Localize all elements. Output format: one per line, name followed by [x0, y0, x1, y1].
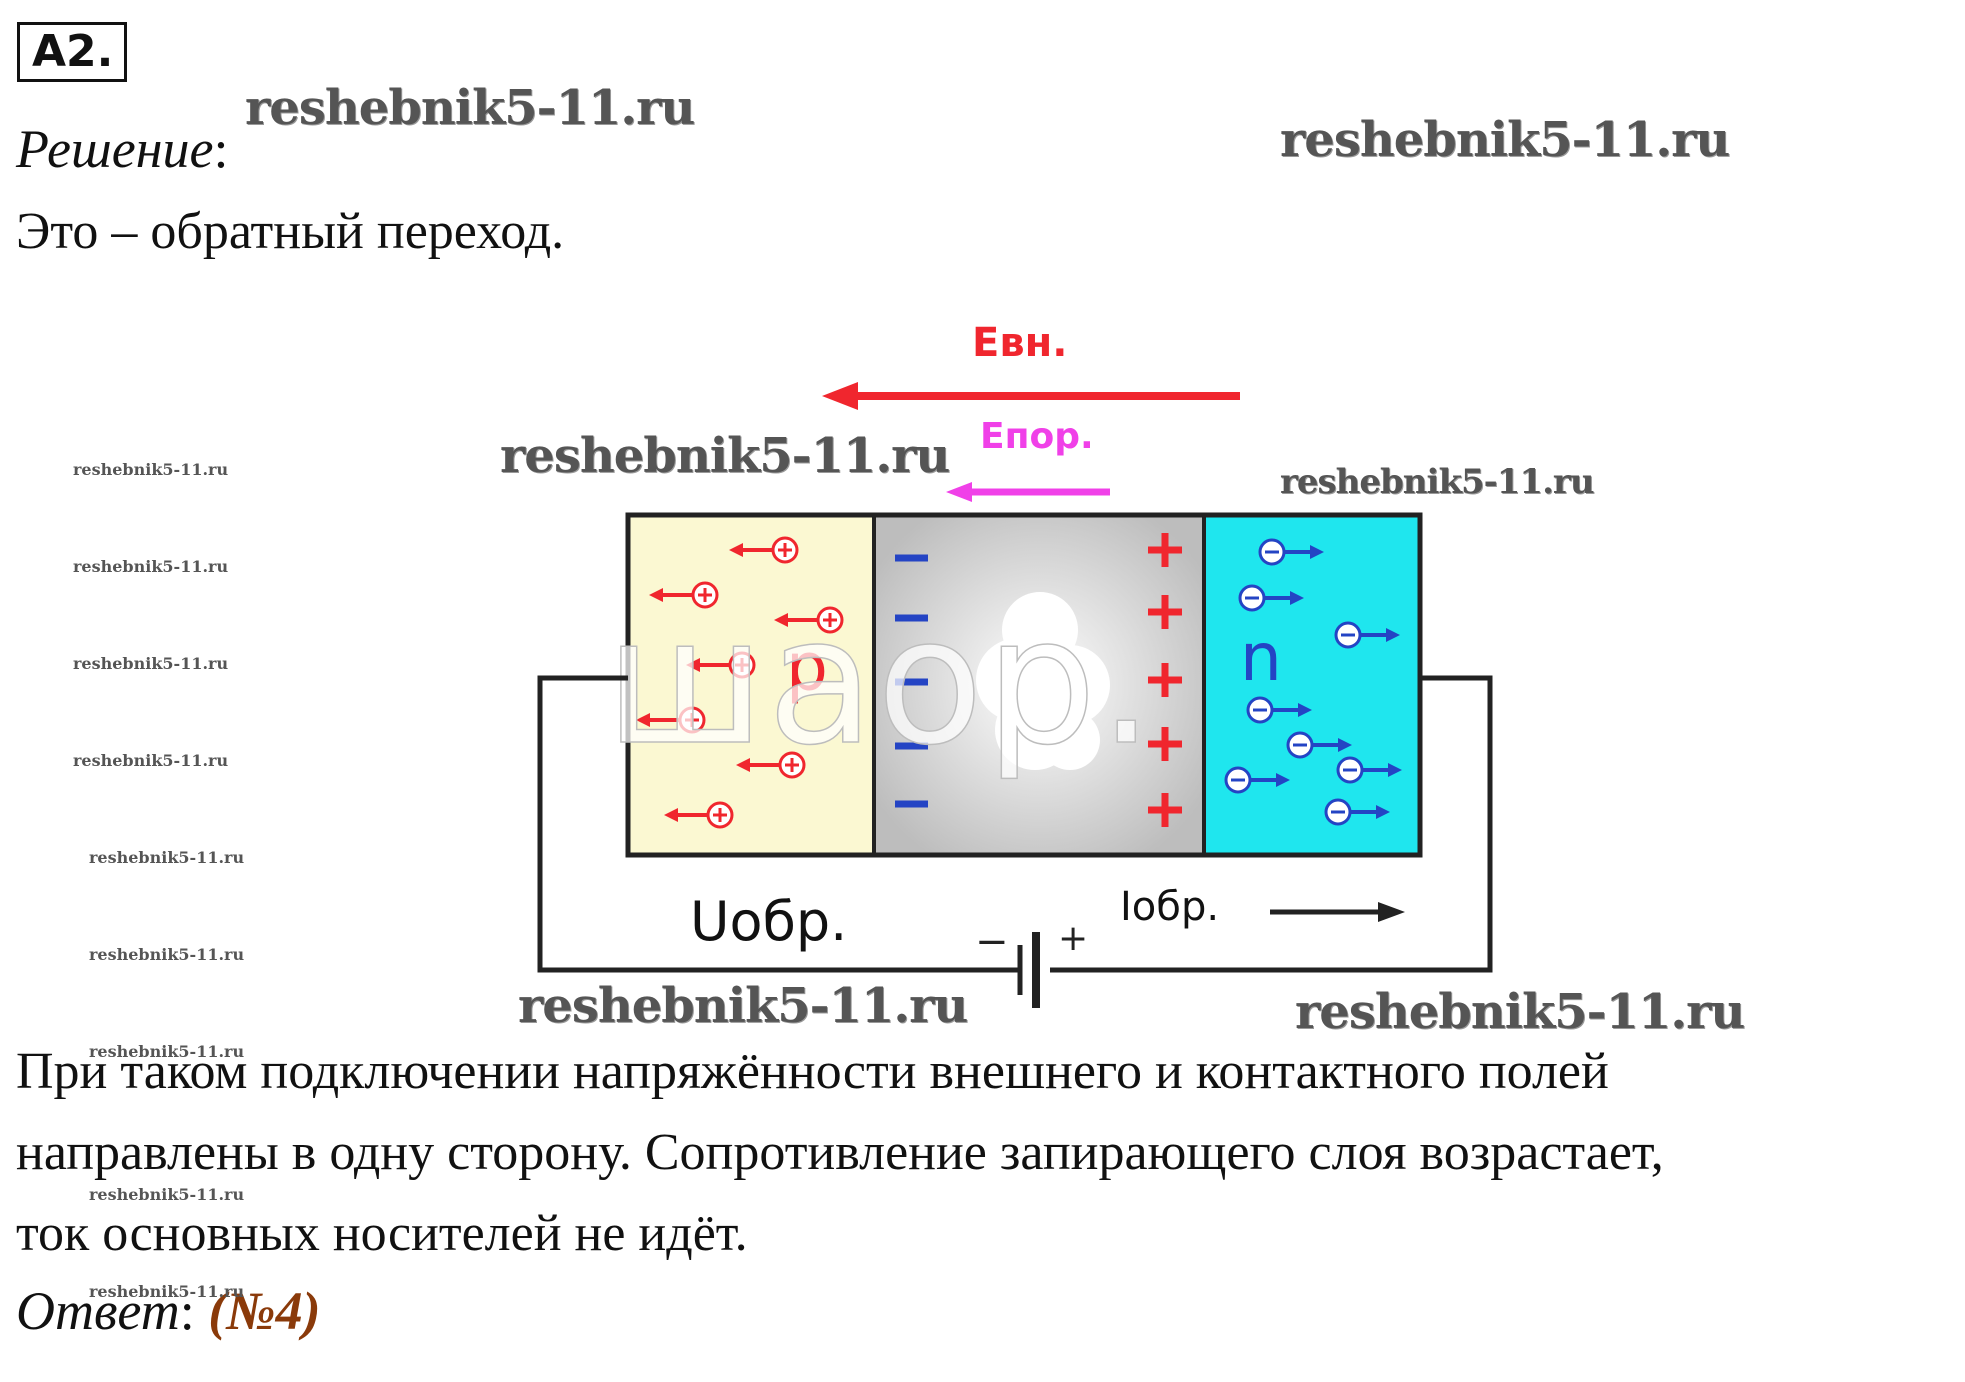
answer-label: Ответ: (№4) [16, 1281, 321, 1341]
watermark-small: reshebnik5-11.ru [89, 1282, 245, 1301]
n-region [1204, 515, 1420, 855]
watermark-small: reshebnik5-11.ru [89, 945, 245, 964]
watermark-small: reshebnik5-11.ru [73, 654, 229, 673]
task-number: A2. [17, 22, 127, 82]
negative-ions [895, 554, 928, 808]
intro-text: Это – обратный переход. [16, 203, 565, 260]
p-region [628, 515, 874, 855]
e-ext-label: Eвн. [972, 320, 1067, 366]
watermark: reshebnik5-11.ru [1280, 462, 1595, 502]
paragraph-line-1: При таком подключении напряжённости внеш… [16, 1043, 1609, 1100]
watermark-small: reshebnik5-11.ru [73, 460, 229, 479]
p-label: p [786, 629, 828, 706]
positive-ions [1148, 533, 1182, 827]
u-label: Uобр. [690, 890, 847, 953]
watermark-small: reshebnik5-11.ru [89, 1042, 245, 1061]
watermark-small: reshebnik5-11.ru [89, 1185, 245, 1204]
watermark-small: reshebnik5-11.ru [73, 751, 229, 770]
solution-label: Решение: [16, 119, 229, 179]
i-label: Iобр. [1120, 884, 1219, 930]
watermark-small: reshebnik5-11.ru [73, 557, 229, 576]
paragraph-line-2: направлены в одну сторону. Сопротивление… [16, 1124, 1664, 1181]
watermark: reshebnik5-11.ru [500, 428, 950, 484]
watermark: reshebnik5-11.ru [518, 978, 968, 1034]
battery-plus: + [1058, 918, 1088, 959]
battery-minus: − [975, 919, 1009, 965]
pn-junction-diagram: Eвн. Eпор. p n [537, 320, 1493, 1008]
white-blob [976, 592, 1110, 770]
watermark: reshebnik5-11.ru [1295, 984, 1745, 1040]
circuit-wires [537, 675, 1493, 973]
n-label: n [1240, 619, 1282, 696]
battery-icon [1017, 932, 1040, 1008]
watermark-small: reshebnik5-11.ru [89, 848, 245, 867]
paragraph-line-3: ток основных носителей не идёт. [16, 1205, 748, 1262]
watermark: reshebnik5-11.ru [245, 80, 695, 136]
watermark: reshebnik5-11.ru [1280, 112, 1730, 168]
answer-value: (№4) [208, 1281, 321, 1341]
e-contact-label: Eпор. [980, 416, 1094, 457]
overlay-text: шаор. [605, 581, 1156, 784]
